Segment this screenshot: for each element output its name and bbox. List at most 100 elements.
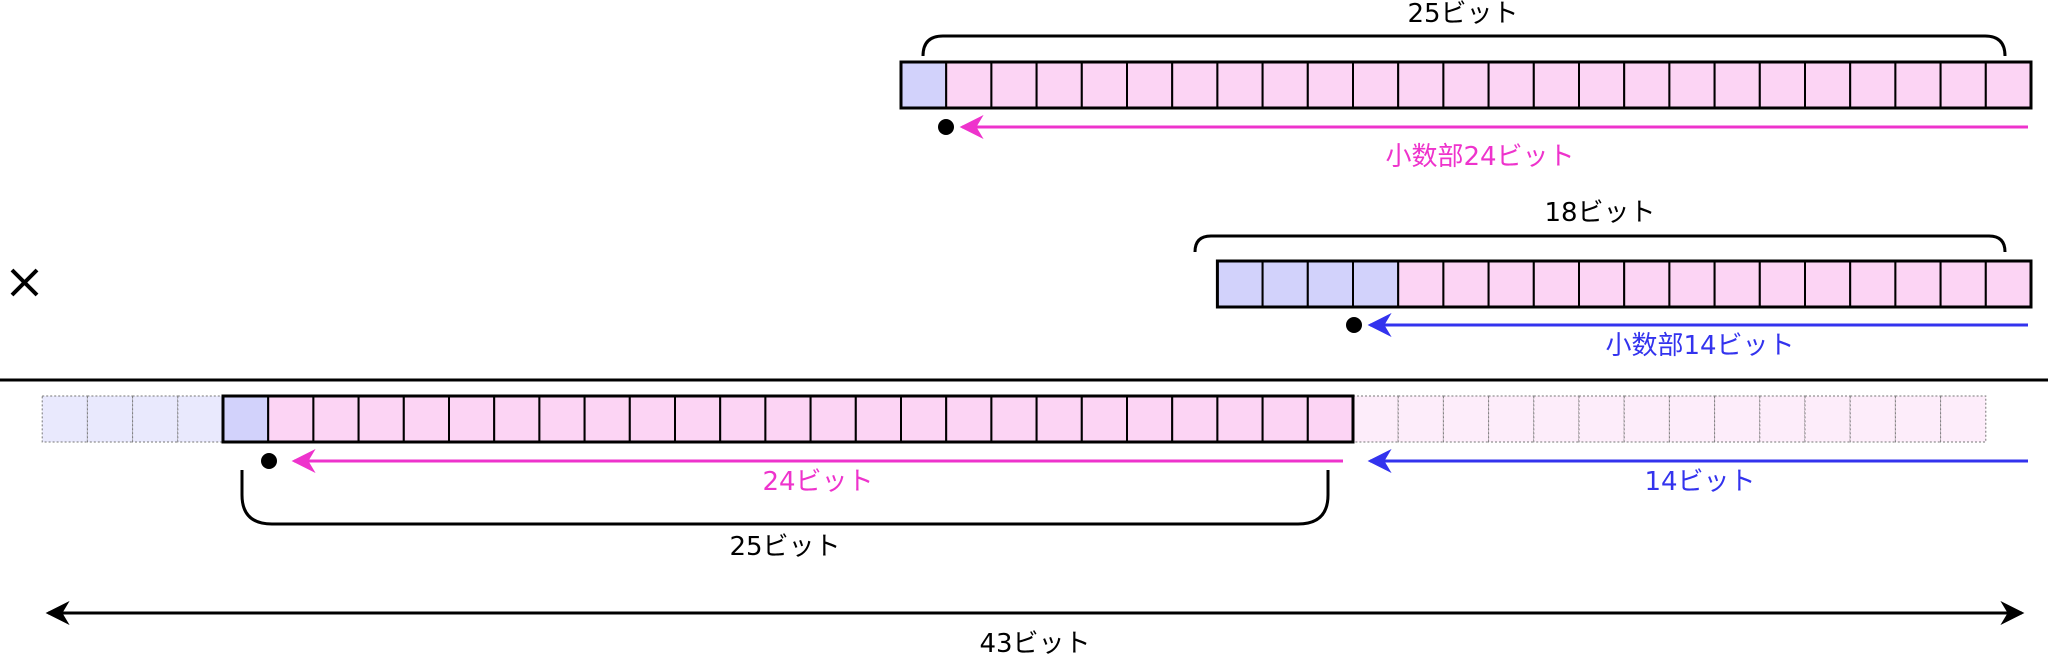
result-upper-label: 24ビット <box>762 467 873 497</box>
operand-b-bit-cell <box>1306 260 1355 308</box>
result-bit-cell <box>41 395 88 443</box>
result-bit-cell <box>990 395 1038 443</box>
operand-a-bit-cell <box>1939 61 1987 109</box>
operand-b-width-label: 18ビット <box>1544 198 1655 228</box>
operand-a-bit-cell <box>945 61 993 109</box>
result-bit-cell <box>1714 395 1761 443</box>
operand-a-bit-cell <box>1080 61 1129 109</box>
result-bit-cell <box>1397 395 1444 443</box>
result-bit-cell <box>312 395 360 443</box>
result-bit-cell <box>1940 395 1987 443</box>
operand-b-bit-cell <box>1849 260 1897 308</box>
result-bit-cell <box>1533 395 1580 443</box>
operand-a-bit-cell <box>1532 61 1581 109</box>
operand-a-bit-cell <box>1352 61 1400 109</box>
operand-a-bit-cell <box>1713 61 1761 109</box>
operand-a: 25ビット 小数部24ビット <box>899 0 2033 172</box>
result-bit-cell <box>222 395 270 443</box>
result-bit-cell <box>177 395 224 443</box>
operand-a-bit-cell <box>1804 61 1852 109</box>
operand-b-bit-cell <box>1758 260 1807 308</box>
result-kept-label: 25ビット <box>729 532 840 562</box>
result-register <box>41 394 1987 444</box>
operand-a-bit-cell <box>1261 61 1309 109</box>
result-lower-label: 14ビット <box>1644 467 1755 497</box>
operand-b-bit-cell <box>1804 260 1852 308</box>
operand-b-bit-cell <box>1713 260 1761 308</box>
operand-b-bit-cell <box>1261 260 1309 308</box>
operand-a-bit-cell <box>990 61 1038 109</box>
result-bit-cell <box>674 395 722 443</box>
result-bit-cell <box>1488 395 1535 443</box>
operand-b-bit-cell <box>1532 260 1581 308</box>
operand-b-bit-cell <box>1939 260 1987 308</box>
operand-b-bit-cell <box>1487 260 1535 308</box>
operand-a-bit-cell <box>1035 61 1083 109</box>
result-bit-cell <box>402 395 450 443</box>
result-kept-brace <box>240 470 1330 526</box>
result-bit-cell <box>1804 395 1851 443</box>
result-bit-cell <box>764 395 812 443</box>
operand-a-bit-cell <box>1578 61 1626 109</box>
result-bit-cell <box>267 395 315 443</box>
result-bit-cell <box>809 395 857 443</box>
result-bit-cell <box>1894 395 1942 443</box>
result-bit-cell <box>1080 395 1129 443</box>
operand-a-bit-cell <box>1171 61 1219 109</box>
result-kept-frame <box>221 394 1355 444</box>
operand-a-bit-cell <box>1623 61 1671 109</box>
operand-a-bit-cell <box>1849 61 1897 109</box>
operand-b-bit-cell <box>1668 260 1716 308</box>
result-bit-cell <box>1442 395 1490 443</box>
operand-b-bit-cell <box>1216 260 1264 308</box>
result-bit-cell <box>1623 395 1670 443</box>
result-bit-cell <box>132 395 179 443</box>
operand-a-fraction-label: 小数部24ビット <box>1385 142 1574 172</box>
result-bit-cell <box>448 395 496 443</box>
operand-b-register <box>1215 259 2033 309</box>
operand-a-bit-cell <box>1758 61 1807 109</box>
result-total-label: 43ビット <box>979 629 1090 657</box>
result-bit-cell <box>1306 395 1355 443</box>
result: 24ビット 14ビット 25ビット 43ビット <box>41 394 2028 657</box>
operand-a-bit-cell <box>1668 61 1716 109</box>
operand-b-bit-cell <box>1442 260 1490 308</box>
operand-a-register-frame <box>899 60 2033 110</box>
result-bit-cell <box>86 395 134 443</box>
operand-a-bit-cell <box>1984 61 2033 109</box>
result-bit-cell <box>1171 395 1219 443</box>
operand-a-register <box>899 60 2033 110</box>
operand-a-bit-cell <box>1442 61 1490 109</box>
operand-a-bit-cell <box>1126 61 1174 109</box>
operand-a-bit-cell <box>1306 61 1355 109</box>
result-bit-cell <box>493 395 541 443</box>
operand-b-width-brace <box>1193 234 2007 253</box>
result-bit-cell <box>1578 395 1625 443</box>
operand-b-bit-cell <box>1352 260 1400 308</box>
operand-b-bit-cell <box>1984 260 2033 308</box>
operand-a-bit-cell <box>1397 61 1445 109</box>
result-bit-cell <box>1216 395 1264 443</box>
result-bit-cell <box>719 395 767 443</box>
operand-a-width-brace <box>921 34 2007 57</box>
result-bit-cell <box>538 395 586 443</box>
operand-b-bit-cell <box>1578 260 1626 308</box>
operand-a-width-label: 25ビット <box>1407 0 1518 29</box>
operand-b-bit-cell <box>1397 260 1445 308</box>
result-bit-cell <box>1035 395 1083 443</box>
result-bit-cell <box>1668 395 1716 443</box>
result-radix-point <box>261 453 277 469</box>
operand-a-bit-cell <box>900 61 948 109</box>
result-bit-cell <box>1849 395 1896 443</box>
operand-b-radix-point <box>1346 317 1362 333</box>
operand-b-register-frame <box>1215 259 2033 309</box>
multiply-sign <box>10 268 39 297</box>
operand-a-bit-cell <box>1487 61 1535 109</box>
result-bit-cell <box>1261 395 1309 443</box>
result-bit-cell <box>1126 395 1174 443</box>
result-bit-cell <box>628 395 676 443</box>
result-bit-cell <box>583 395 631 443</box>
result-bit-cell <box>357 395 405 443</box>
operand-b-bit-cell <box>1894 260 1942 308</box>
